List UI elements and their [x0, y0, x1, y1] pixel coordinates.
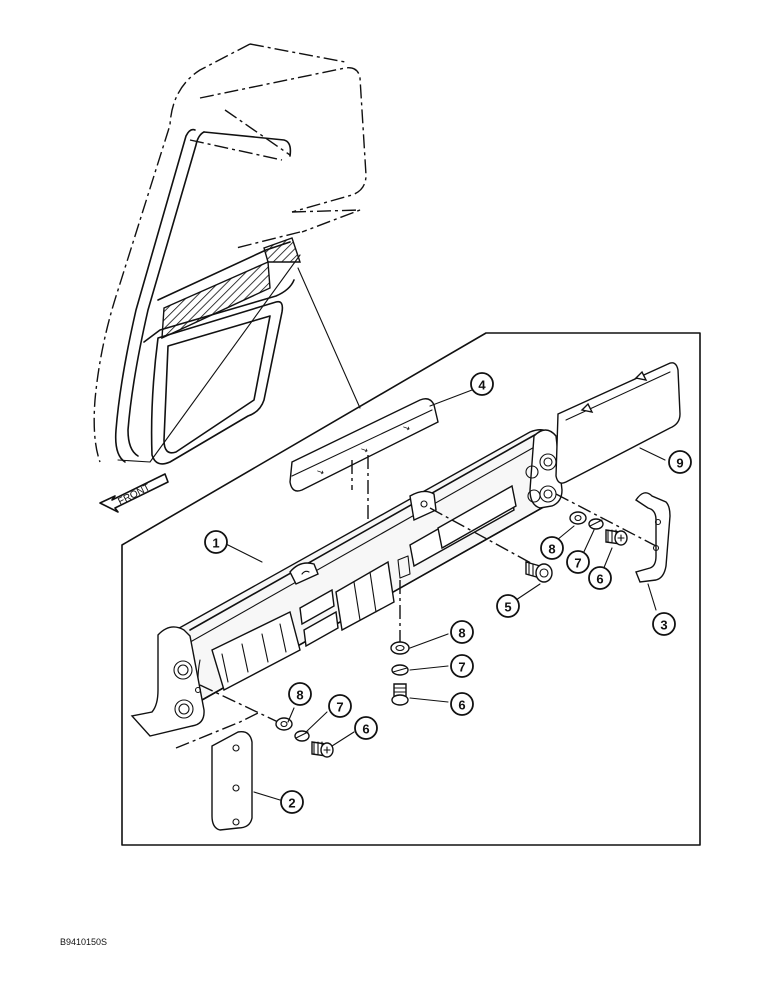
cover-panel	[555, 362, 681, 484]
hardware-left	[199, 684, 334, 758]
callout-7: 7	[450, 654, 474, 678]
callout-label: 8	[296, 688, 303, 703]
callout-label: 8	[548, 542, 555, 557]
side-cover-left	[211, 731, 253, 831]
callout-label: 9	[676, 456, 683, 471]
callout-9: 9	[668, 450, 692, 474]
left-end-cap	[130, 626, 205, 737]
mounting-area-shaded	[161, 237, 301, 340]
callout-6: 6	[354, 716, 378, 740]
hardware-right	[569, 511, 628, 546]
callout-6: 6	[588, 566, 612, 590]
callout-label: 7	[336, 700, 343, 715]
front-arrow: FRONT	[99, 473, 169, 513]
callout-6: 6	[450, 692, 474, 716]
callout-5: 5	[496, 594, 520, 618]
callout-8: 8	[288, 682, 312, 706]
leader-line	[555, 493, 657, 547]
callout-2: 2	[280, 790, 304, 814]
console-panel	[163, 429, 557, 703]
detail-box	[121, 332, 701, 846]
callout-label: 3	[660, 618, 667, 633]
callout-3: 3	[652, 612, 676, 636]
screw	[429, 507, 553, 583]
callout-label: 1	[212, 536, 219, 551]
leader-line	[297, 267, 361, 409]
cover-strip: ↘ ↘ ↘	[289, 398, 439, 492]
callout-7: 7	[328, 694, 352, 718]
callout-7: 7	[566, 550, 590, 574]
front-label: FRONT	[116, 482, 152, 507]
callout-leaders	[223, 389, 666, 801]
svg-text:↘: ↘	[401, 422, 412, 434]
leader-line	[175, 711, 261, 749]
svg-text:↘: ↘	[315, 466, 326, 478]
callout-label: 2	[288, 796, 295, 811]
cab-frame	[93, 43, 367, 463]
door-frame	[114, 128, 295, 463]
callout-label: 5	[504, 600, 511, 615]
callout-label: 6	[458, 698, 465, 713]
hardware-center	[390, 580, 410, 706]
callout-8: 8	[450, 620, 474, 644]
svg-text:↘: ↘	[359, 444, 370, 456]
callout-8: 8	[540, 536, 564, 560]
figure-code: B9410150S	[60, 937, 107, 947]
callout-1: 1	[204, 530, 228, 554]
side-cover-right	[635, 492, 671, 583]
callout-label: 7	[458, 660, 465, 675]
callout-label: 7	[574, 556, 581, 571]
callout-label: 8	[458, 626, 465, 641]
callout-label: 4	[478, 378, 486, 393]
callout-label: 6	[596, 572, 603, 587]
callout-label: 6	[362, 722, 369, 737]
lower-window	[150, 300, 284, 465]
callout-4: 4	[470, 372, 494, 396]
